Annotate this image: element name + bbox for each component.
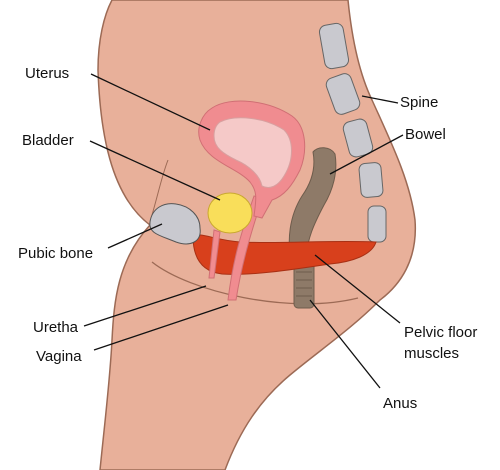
label-spine: Spine [400, 94, 438, 111]
vertebra [358, 162, 384, 198]
bowel-leader-line [329, 134, 404, 175]
label-anus: Anus [383, 395, 417, 412]
bladder-leader-line [89, 140, 221, 201]
perineum-curve [151, 261, 359, 305]
pelvic-floor-leader-line [314, 254, 401, 324]
bowel [288, 147, 337, 267]
uterus-leader-line [90, 73, 211, 131]
label-vagina: Vagina [36, 348, 82, 365]
urethra [208, 229, 221, 279]
label-pubic-bone: Pubic bone [18, 245, 93, 262]
spine-vertebrae [318, 22, 387, 243]
label-uterus: Uterus [25, 65, 69, 82]
label-pelvic-floor-line2: muscles [404, 345, 459, 362]
anus-leader-line [309, 299, 381, 389]
pubic-bone [149, 203, 201, 245]
label-pelvic-floor-line1: Pelvic floor [404, 324, 477, 341]
vertebra [325, 73, 361, 115]
vagina-leader-line [93, 304, 229, 351]
uterus-cavity [213, 117, 292, 189]
body-silhouette [97, 0, 417, 470]
vertebra [318, 22, 350, 70]
label-uretha: Uretha [33, 319, 79, 336]
vertebra [367, 205, 387, 243]
spine-leader-line [361, 95, 399, 104]
label-bladder: Bladder [22, 132, 74, 149]
pubic-bone-leader-line [107, 223, 163, 249]
vertebra [342, 118, 374, 158]
uretha-leader-line [83, 285, 207, 327]
bladder [207, 192, 253, 234]
label-bowel: Bowel [405, 126, 446, 143]
